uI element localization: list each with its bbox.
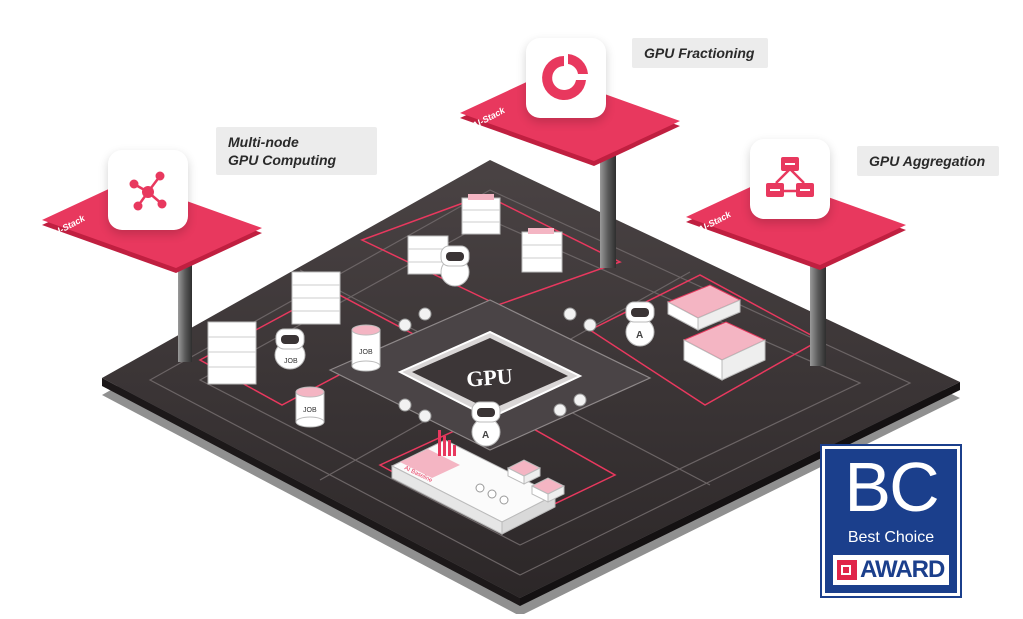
aggregation-label: GPU Aggregation [857, 146, 1000, 176]
tile-aggregation [686, 177, 906, 270]
award-word: AWARD [860, 556, 945, 583]
award-subtitle: Best Choice [847, 529, 935, 546]
gpu-chip-label: GPU [465, 363, 513, 391]
aggregation-icon [766, 157, 814, 197]
job-label: JOB [303, 407, 317, 414]
connector-node [398, 318, 412, 332]
control-panel: A AI Baseline [390, 401, 566, 535]
aggregation-card [750, 139, 830, 219]
award-bar: AWARD [833, 555, 949, 585]
best-choice-award-badge: BC Best Choice AWARD [820, 444, 962, 598]
fractioning-card [526, 38, 606, 118]
robot-assistant: A [471, 401, 501, 447]
fractioning-label: GPU Fractioning [632, 38, 769, 68]
multi-node-label: Multi-node GPU Computing [216, 127, 377, 175]
award-logo-icon [837, 560, 857, 580]
robot-assistant: JOB [274, 328, 306, 370]
job-label: JOB [284, 358, 298, 365]
pole [178, 262, 192, 362]
job-label: JOB [359, 349, 373, 356]
gpu-chip: GPU [328, 299, 652, 451]
job-database: JOB [295, 386, 325, 428]
server-stack-right: A [625, 284, 767, 381]
robot-mark: A [636, 330, 643, 341]
pole [810, 256, 826, 366]
network-icon [129, 171, 167, 211]
server-stack-top [407, 194, 563, 287]
multi-node-card [108, 150, 188, 230]
robot-assistant: A [625, 301, 655, 347]
job-database: JOB [351, 324, 381, 372]
robot-assistant [440, 245, 470, 287]
award-letters: BC [844, 448, 939, 526]
server-stack-left: JOB JOB JOB [207, 271, 381, 428]
robot-mark: A [482, 430, 489, 441]
pie-chart-icon [542, 54, 588, 100]
